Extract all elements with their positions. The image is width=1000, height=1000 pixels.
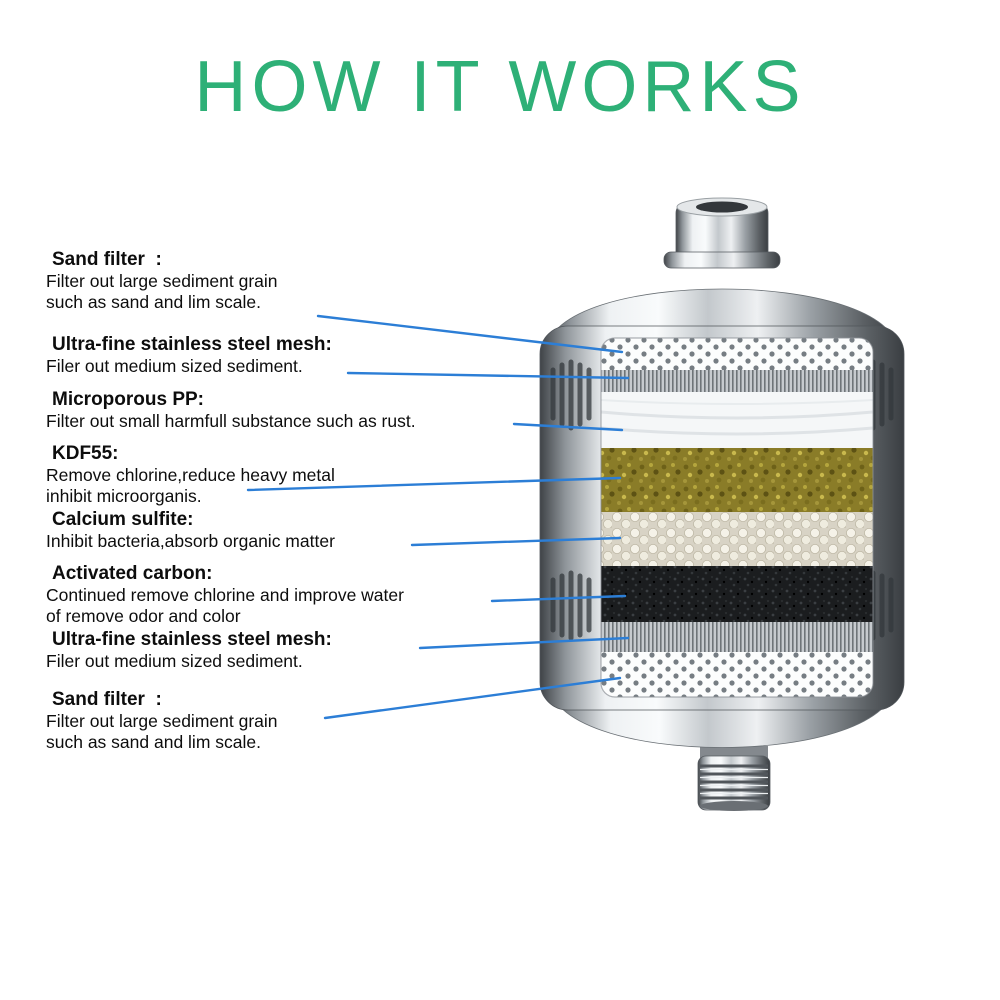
label-calcium-sulfite: Calcium sulfite: Inhibit bacteria,absorb…	[46, 508, 586, 552]
label-sand-filter-bottom: Sand filter : Filter out large sediment …	[46, 688, 586, 753]
filter-bottom-fitting	[697, 746, 771, 811]
cutaway-window	[601, 338, 873, 697]
filter-top-connector	[663, 197, 781, 269]
layer-sand-filter-top	[601, 338, 873, 370]
label-heading: Activated carbon:	[52, 563, 213, 584]
label-heading: KDF55:	[52, 443, 119, 464]
layer-steel-mesh-top	[601, 370, 873, 392]
layer-kdf55	[601, 448, 873, 512]
label-desc: Filter out large sediment grain such as …	[46, 711, 278, 752]
label-desc: Continued remove chlorine and improve wa…	[46, 585, 404, 626]
label-desc: Filter out large sediment grain such as …	[46, 271, 278, 312]
label-desc: Filer out medium sized sediment.	[46, 356, 303, 376]
page-title: HOW IT WORKS	[194, 47, 806, 127]
label-desc: Filter out small harmfull substance such…	[46, 411, 416, 431]
label-microporous-pp: Microporous PP: Filter out small harmful…	[46, 388, 586, 432]
label-sand-filter-top: Sand filter : Filter out large sediment …	[46, 248, 586, 313]
label-steel-mesh-bottom: Ultra-fine stainless steel mesh: Filer o…	[46, 628, 586, 672]
label-steel-mesh-top: Ultra-fine stainless steel mesh: Filer o…	[46, 333, 586, 377]
label-heading: Sand filter :	[52, 689, 162, 710]
label-activated-carbon: Activated carbon: Continued remove chlor…	[46, 562, 586, 627]
leader-line-6	[490, 594, 627, 603]
label-heading: Calcium sulfite:	[52, 509, 194, 530]
label-desc: Filer out medium sized sediment.	[46, 651, 303, 671]
label-desc: Inhibit bacteria,absorb organic matter	[46, 531, 335, 551]
leader-line-3	[512, 422, 624, 432]
label-heading: Sand filter :	[52, 249, 162, 270]
leader-line-5	[410, 536, 622, 547]
layer-steel-mesh-bottom	[601, 622, 873, 652]
layer-activated-carbon	[601, 566, 873, 622]
label-kdf55: KDF55: Remove chlorine,reduce heavy meta…	[46, 442, 586, 507]
leader-line-7	[418, 636, 630, 650]
leader-line-8	[323, 676, 622, 720]
label-heading: Microporous PP:	[52, 389, 205, 410]
label-desc: Remove chlorine,reduce heavy metal inhib…	[46, 465, 335, 506]
leader-line-4	[246, 476, 622, 492]
label-heading: Ultra-fine stainless steel mesh:	[52, 629, 332, 650]
leader-line-1	[316, 314, 624, 354]
leader-line-2	[346, 371, 630, 380]
layer-sand-filter-bottom	[601, 652, 873, 697]
label-heading: Ultra-fine stainless steel mesh:	[52, 334, 332, 355]
leader-lines	[246, 314, 630, 720]
layer-calcium-sulfite	[601, 512, 873, 566]
layer-microporous-pp	[601, 392, 873, 448]
